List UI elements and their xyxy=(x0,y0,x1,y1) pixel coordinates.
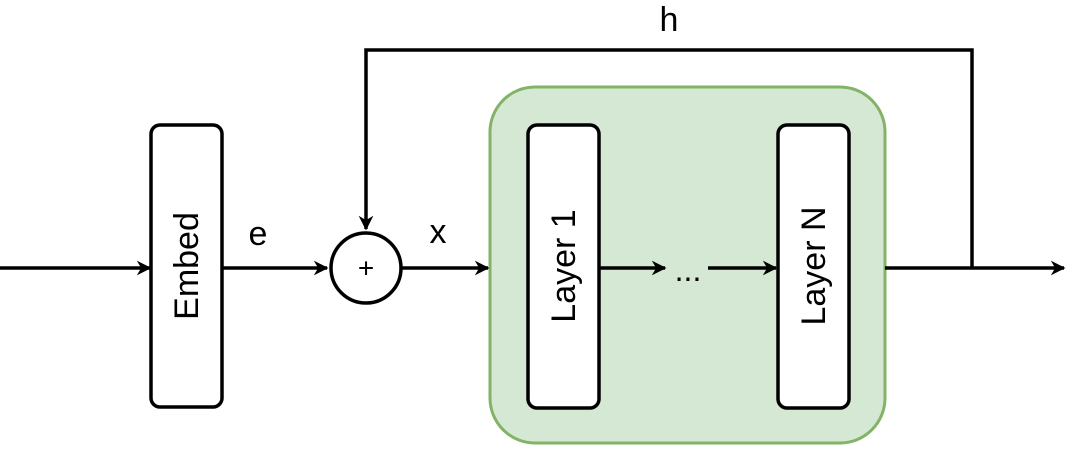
edge-label-e: e xyxy=(249,215,268,253)
edge-label-h: h xyxy=(660,1,679,39)
ellipsis-label: ... xyxy=(675,252,702,288)
layer-1-box xyxy=(526,123,601,410)
embed-box xyxy=(149,123,224,409)
layer-1-label: Layer 1 xyxy=(545,209,583,322)
sum-node xyxy=(329,231,403,305)
edge-label-x: x xyxy=(430,213,447,251)
layer-n-label: Layer N xyxy=(795,206,833,325)
layer-n-box xyxy=(776,123,851,410)
embed-label: Embed xyxy=(168,212,206,320)
feedback-arrow xyxy=(358,48,974,268)
sum-symbol: + xyxy=(358,253,374,284)
